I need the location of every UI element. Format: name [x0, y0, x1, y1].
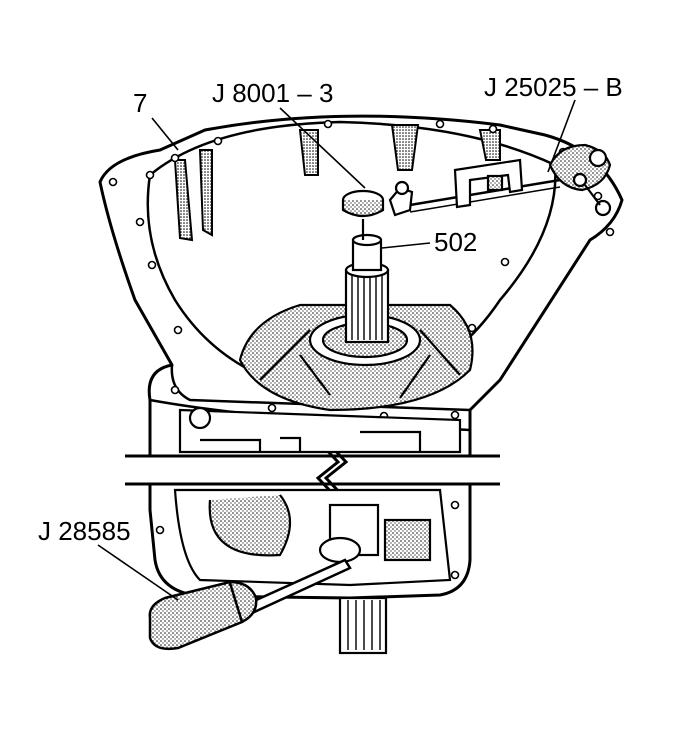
leader-lines	[97, 99, 576, 601]
housing-rib	[298, 129, 319, 176]
callout-pry-tool: J 28585	[38, 516, 131, 546]
callout-indicator-mount: J 25025 – B	[484, 72, 623, 102]
callout-shaft: 502	[434, 227, 478, 257]
callout-housing: 7	[133, 88, 148, 118]
callout-dial-indicator: J 8001 – 3	[212, 78, 334, 108]
bearing-bore	[208, 494, 291, 557]
housing-rib	[478, 129, 501, 161]
bellhousing-inner	[146, 120, 557, 397]
housing-rib	[173, 159, 194, 242]
break-band	[125, 443, 500, 498]
bellhousing-outline	[98, 114, 624, 600]
housing-rib	[198, 149, 213, 237]
shaft-body	[344, 268, 390, 344]
mount-clamp	[453, 158, 524, 209]
housing-rib	[390, 124, 420, 171]
output-shaft	[338, 596, 388, 655]
